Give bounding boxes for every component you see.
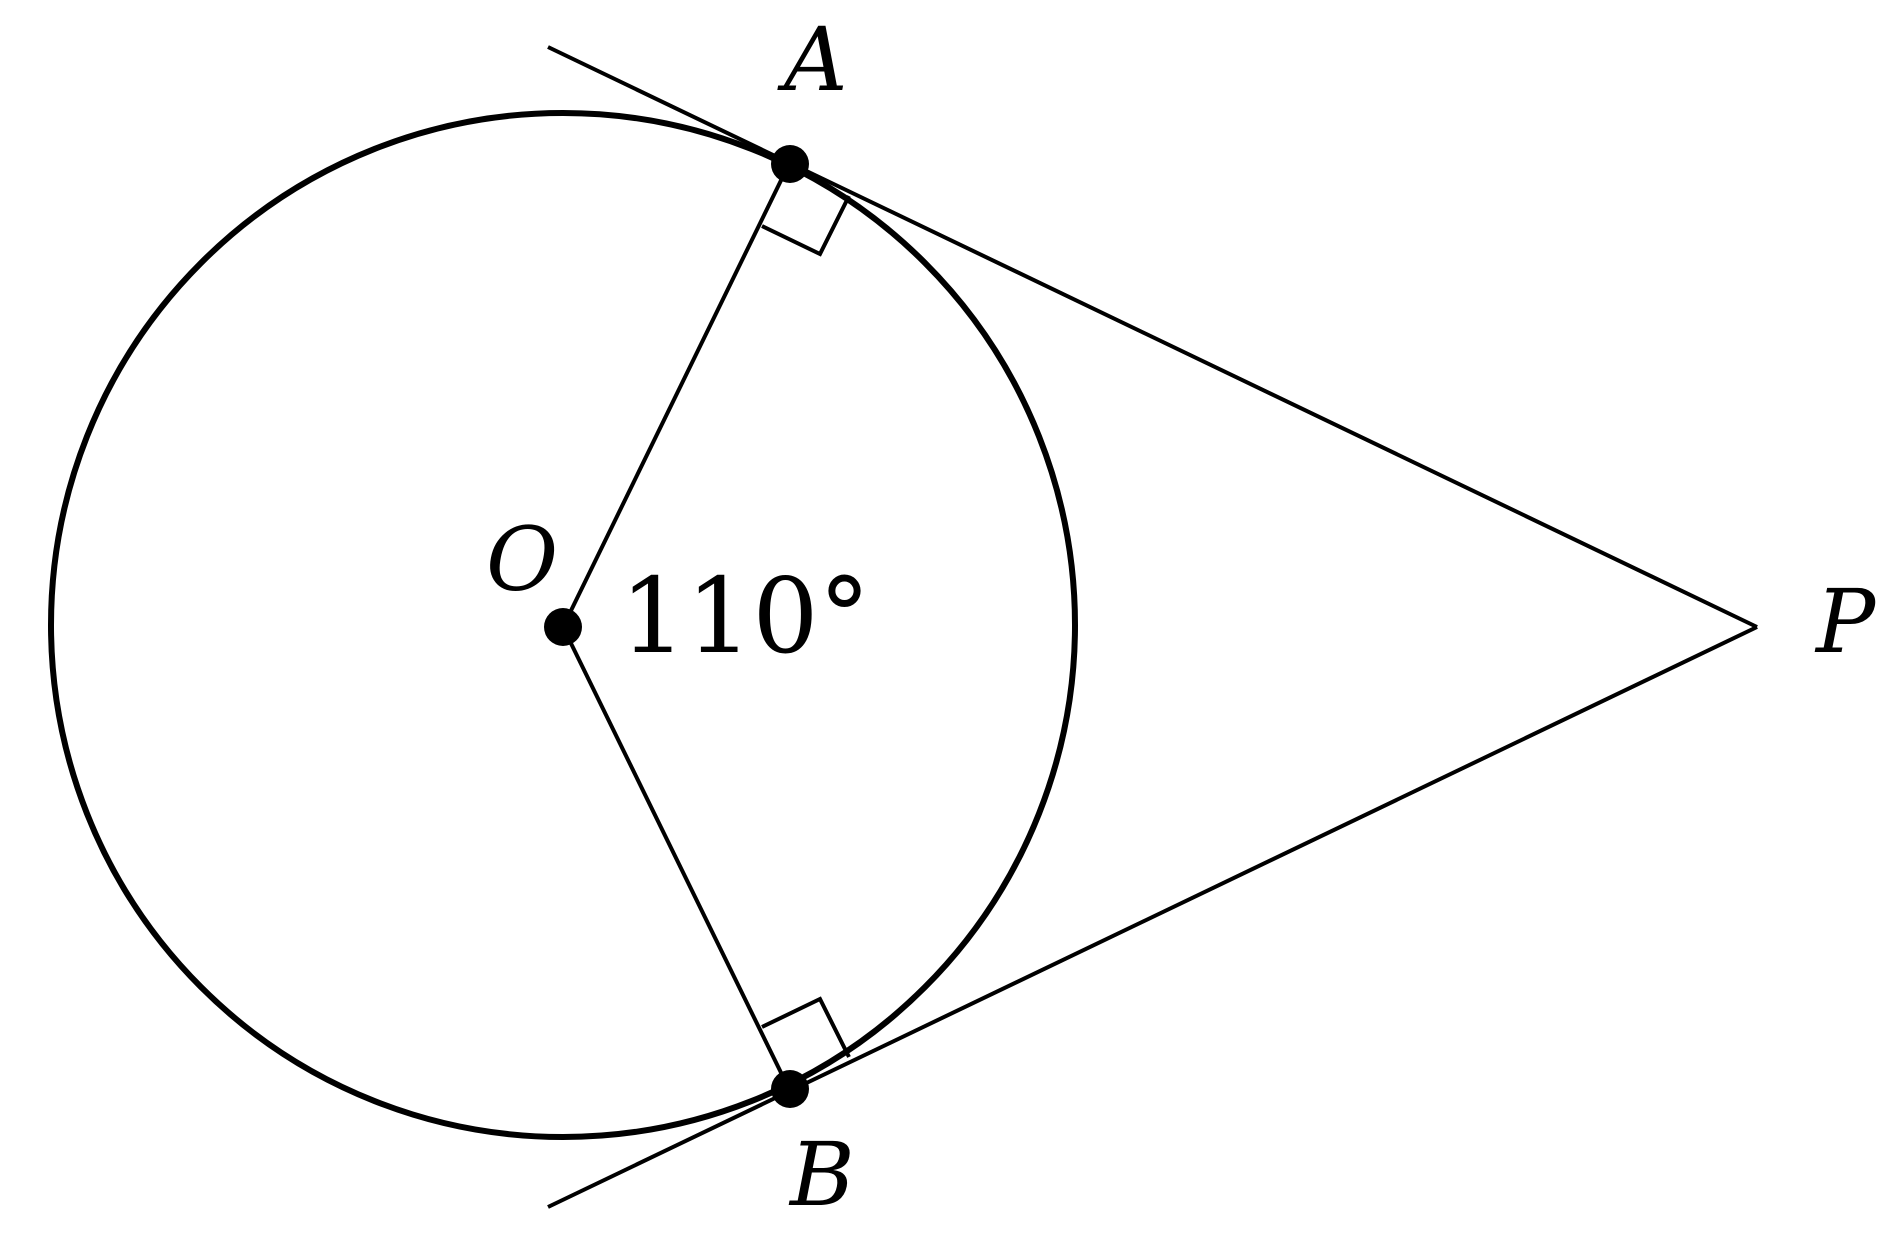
radius-ob — [561, 626, 791, 1090]
right-angle-marker-a — [761, 195, 851, 257]
label-b: B — [788, 1123, 855, 1226]
right-angle-marker-b — [761, 996, 851, 1058]
angle-label: 110° — [620, 555, 871, 677]
point-a — [771, 145, 809, 183]
circle — [48, 110, 1078, 1140]
point-b — [771, 1070, 809, 1108]
tangent-line-a — [547, 45, 1758, 629]
tangent-line-b — [547, 625, 1758, 1209]
label-a: A — [777, 8, 848, 111]
label-o: O — [486, 508, 558, 611]
point-o — [544, 608, 582, 646]
radius-oa — [561, 163, 791, 628]
label-p: P — [1814, 570, 1877, 673]
